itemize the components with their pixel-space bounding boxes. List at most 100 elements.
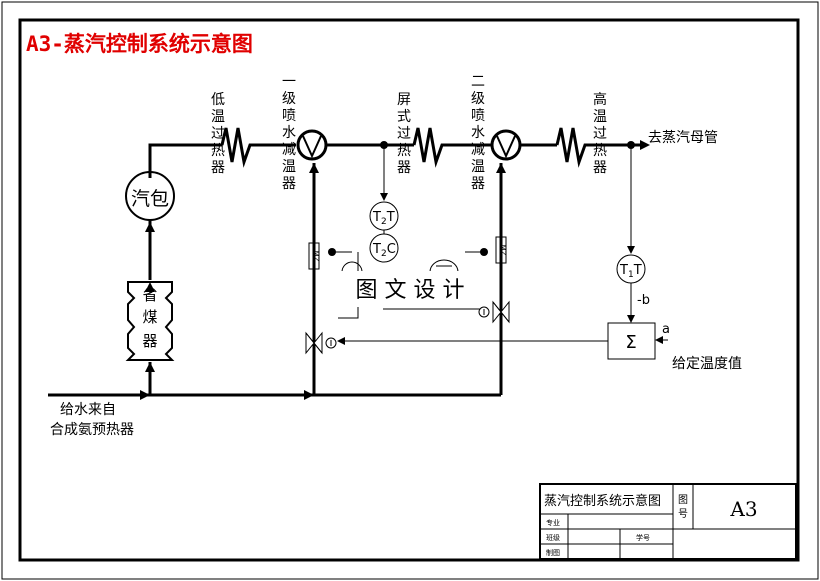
svg-text:屏: 屏 <box>397 92 411 108</box>
t2c-main: T <box>372 242 381 257</box>
economizer-label-1: 省 <box>142 286 157 304</box>
svg-text:级: 级 <box>282 91 296 107</box>
svg-text:器: 器 <box>282 176 296 192</box>
signal-b-label: -b <box>637 293 650 308</box>
watermark-text: 图 文 设 计 <box>356 278 465 303</box>
sum-input-b-arrow <box>627 315 635 323</box>
feedwater-source-label-2: 合成氨预热器 <box>50 422 134 438</box>
t2t-sub: 2 <box>381 217 387 227</box>
t2t-tail: T <box>386 210 395 225</box>
desuperheater-1-v-icon <box>302 135 322 159</box>
watermark-box <box>337 271 482 307</box>
student-no-label: 学号 <box>636 533 650 542</box>
outlet-label: 去蒸汽母管 <box>648 130 718 146</box>
svg-text:减: 减 <box>471 142 485 158</box>
loop1-actuator-label: MZ <box>312 251 320 262</box>
economizer-inlet-arrow <box>145 362 155 372</box>
loop1-computing-unit <box>341 261 363 273</box>
svg-text:喷: 喷 <box>282 108 296 124</box>
loop2-control-valve <box>492 300 510 324</box>
desuperheater-2 <box>490 129 522 161</box>
low-temp-superheater-label: 低 温 过 热 器 <box>211 92 225 176</box>
t2c-controller <box>369 233 399 263</box>
svg-text:热: 热 <box>211 143 225 159</box>
sheet-label-2: 号 <box>678 508 688 520</box>
t2c-sub: 2 <box>381 249 387 259</box>
economizer-top-arrow <box>145 282 155 292</box>
svg-text:T1T: T1T <box>619 263 642 280</box>
svg-text:温: 温 <box>471 159 485 175</box>
svg-text:级: 级 <box>471 91 485 107</box>
t2t-main: T <box>372 210 381 225</box>
svg-text:温: 温 <box>282 159 296 175</box>
first-stage-desuperheater-label: 一 级 喷 水 减 温 器 <box>282 74 296 192</box>
screen-superheater-label: 屏 式 过 热 器 <box>397 92 411 176</box>
svg-text:器: 器 <box>593 160 607 176</box>
summing-symbol: Σ <box>625 332 636 353</box>
t2c-tail: C <box>387 242 396 257</box>
feedwater-arrow-a <box>140 390 150 400</box>
sheet-label-1: 图 <box>678 494 688 506</box>
loop1-actuator <box>308 242 320 270</box>
svg-text:温: 温 <box>211 109 225 125</box>
sheet-number: A3 <box>729 497 757 521</box>
svg-text:式: 式 <box>397 109 411 125</box>
diagram-title: A3-蒸汽控制系统示意图 <box>26 32 253 56</box>
t1t-sub: 1 <box>628 270 634 280</box>
svg-text:器: 器 <box>471 176 485 192</box>
sum-output-arrow <box>337 337 345 345</box>
feedwater-arrow-b <box>304 390 314 400</box>
major-label: 专业 <box>546 518 560 527</box>
svg-text:T2T: T2T <box>372 210 395 227</box>
steam-outlet-arrow <box>640 140 650 150</box>
spray-arrow-1 <box>309 163 319 173</box>
second-stage-desuperheater-label: 二 级 喷 水 减 温 器 <box>471 74 485 192</box>
svg-text:器: 器 <box>397 160 411 176</box>
drawn-by-label: 制图 <box>546 548 560 557</box>
drum-inlet-arrow <box>145 222 155 232</box>
high-temp-superheater-label: 高 温 过 热 器 <box>593 91 607 176</box>
steam-drum <box>125 171 175 221</box>
svg-text:喷: 喷 <box>471 108 485 124</box>
steam-drum-label: 汽包 <box>131 188 169 210</box>
t1-sensor-arrow <box>627 246 635 254</box>
loop2-valve-positioner <box>478 306 490 318</box>
loop1-control-valve <box>305 331 323 355</box>
desuperheater-2-v-icon <box>496 135 516 159</box>
steam-main-line <box>148 127 640 178</box>
class-label: 班级 <box>546 533 560 542</box>
svg-text:过: 过 <box>211 126 225 142</box>
t2-sensor-arrow <box>380 193 388 201</box>
sum-input-a-arrow <box>655 336 663 344</box>
svg-text:器: 器 <box>211 160 225 176</box>
loop2-computing-unit <box>429 259 459 273</box>
svg-text:热: 热 <box>593 143 607 159</box>
setpoint-label: 给定温度值 <box>672 356 742 372</box>
feedwater-source-label-1: 给水来自 <box>60 402 116 418</box>
spray-arrow-2 <box>496 163 506 173</box>
svg-text:减: 减 <box>282 142 296 158</box>
inner-frame <box>18 18 800 562</box>
svg-text:一: 一 <box>282 74 296 90</box>
signal-a-label: a <box>662 322 670 337</box>
svg-text:过: 过 <box>593 126 607 142</box>
desuperheater-1 <box>296 129 328 161</box>
svg-text:高: 高 <box>593 91 607 108</box>
svg-text:水: 水 <box>282 125 296 141</box>
svg-text:过: 过 <box>397 126 411 142</box>
svg-text:二: 二 <box>471 74 485 90</box>
svg-text:热: 热 <box>397 143 411 159</box>
loop2-actuator-label: MZ <box>499 245 507 256</box>
t1t-tail: T <box>633 263 642 278</box>
loop1-valve-positioner <box>325 337 337 349</box>
svg-text:T2C: T2C <box>372 242 396 259</box>
economizer-label-3: 器 <box>142 332 157 350</box>
economizer <box>125 281 175 361</box>
t1t-main: T <box>619 263 628 278</box>
svg-text:低: 低 <box>211 92 225 108</box>
drawing-name: 蒸汽控制系统示意图 <box>544 493 661 509</box>
svg-text:温: 温 <box>593 109 607 125</box>
